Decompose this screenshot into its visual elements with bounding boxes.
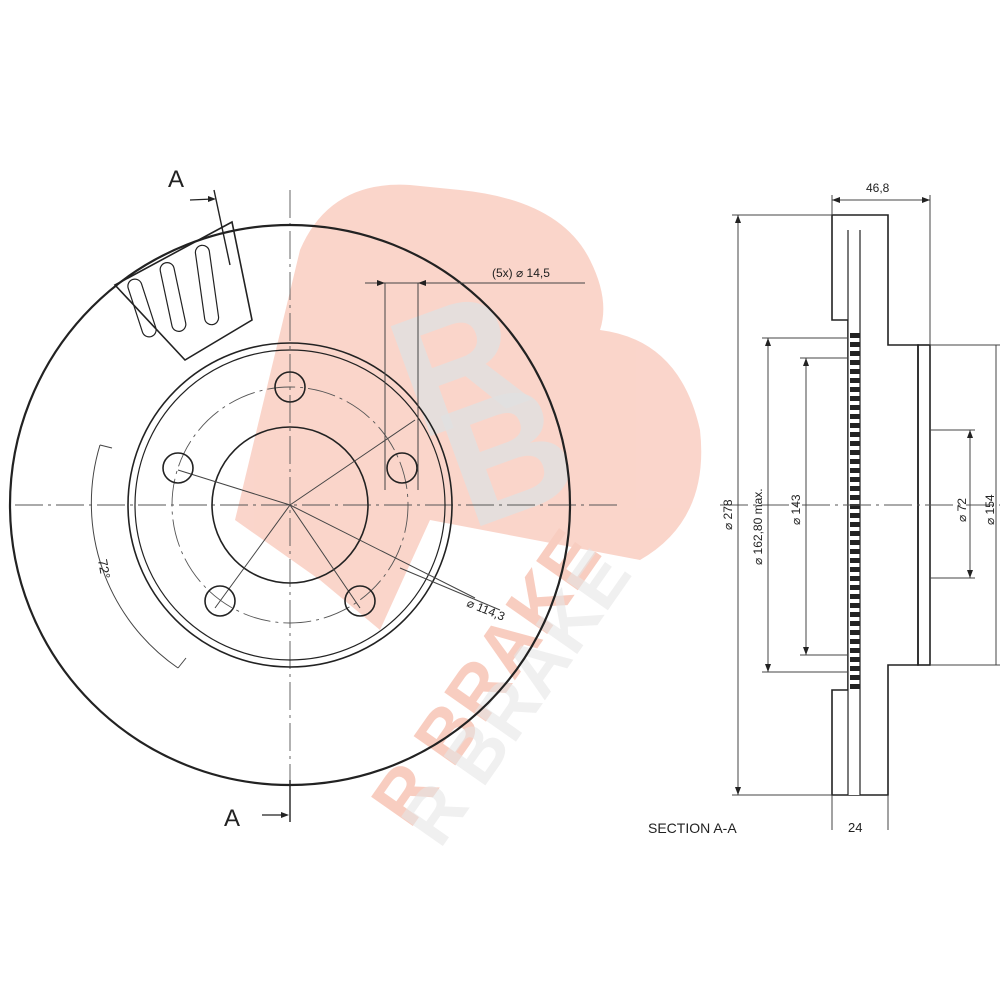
bolt-hole (204, 585, 236, 617)
hub-diameter-label: ⌀ 154 (983, 494, 997, 525)
watermark-logo: R B R BRAKE R BRAKE (235, 184, 702, 859)
center-bore (211, 426, 369, 584)
bolt-hole (274, 371, 306, 403)
angle-arc (90, 444, 179, 669)
section-title: SECTION A-A (648, 820, 737, 836)
section-view: 46,8 24 ⌀ 278 ⌀ 162,80 max. ⌀ 143 ⌀ 72 (648, 181, 1000, 836)
bolt-hole (162, 452, 194, 484)
angle-label: 72° (95, 558, 113, 580)
section-marker-bottom (262, 780, 291, 822)
disc-thickness-label: 24 (848, 820, 862, 835)
bolt-hole (344, 585, 376, 617)
bolt-holes (162, 371, 418, 617)
pcd-leader (399, 567, 501, 611)
bolt-hole-dimension (365, 280, 585, 490)
pitch-circle (171, 386, 409, 624)
hat-inner-ring (134, 349, 446, 661)
watermark-r-shape (235, 184, 702, 630)
section-marker-top (189, 189, 231, 266)
overall-height-label: 46,8 (866, 181, 890, 195)
hat-outer-ring (127, 342, 453, 668)
max-diameter-label: ⌀ 162,80 max. (751, 488, 765, 565)
bolt-hole-note: (5x) ⌀ 14,5 (492, 266, 550, 280)
radial-lines (177, 419, 476, 609)
bolt-hole (386, 452, 418, 484)
hat-diameter-label: ⌀ 143 (789, 494, 803, 525)
section-label-bottom: A (224, 805, 240, 832)
center-bore-label: ⌀ 72 (955, 498, 969, 522)
ventilation-cutaway (113, 220, 253, 362)
section-label-top: A (168, 166, 184, 193)
vent-ribs (847, 230, 861, 795)
outer-diameter-label: ⌀ 278 (721, 499, 735, 530)
